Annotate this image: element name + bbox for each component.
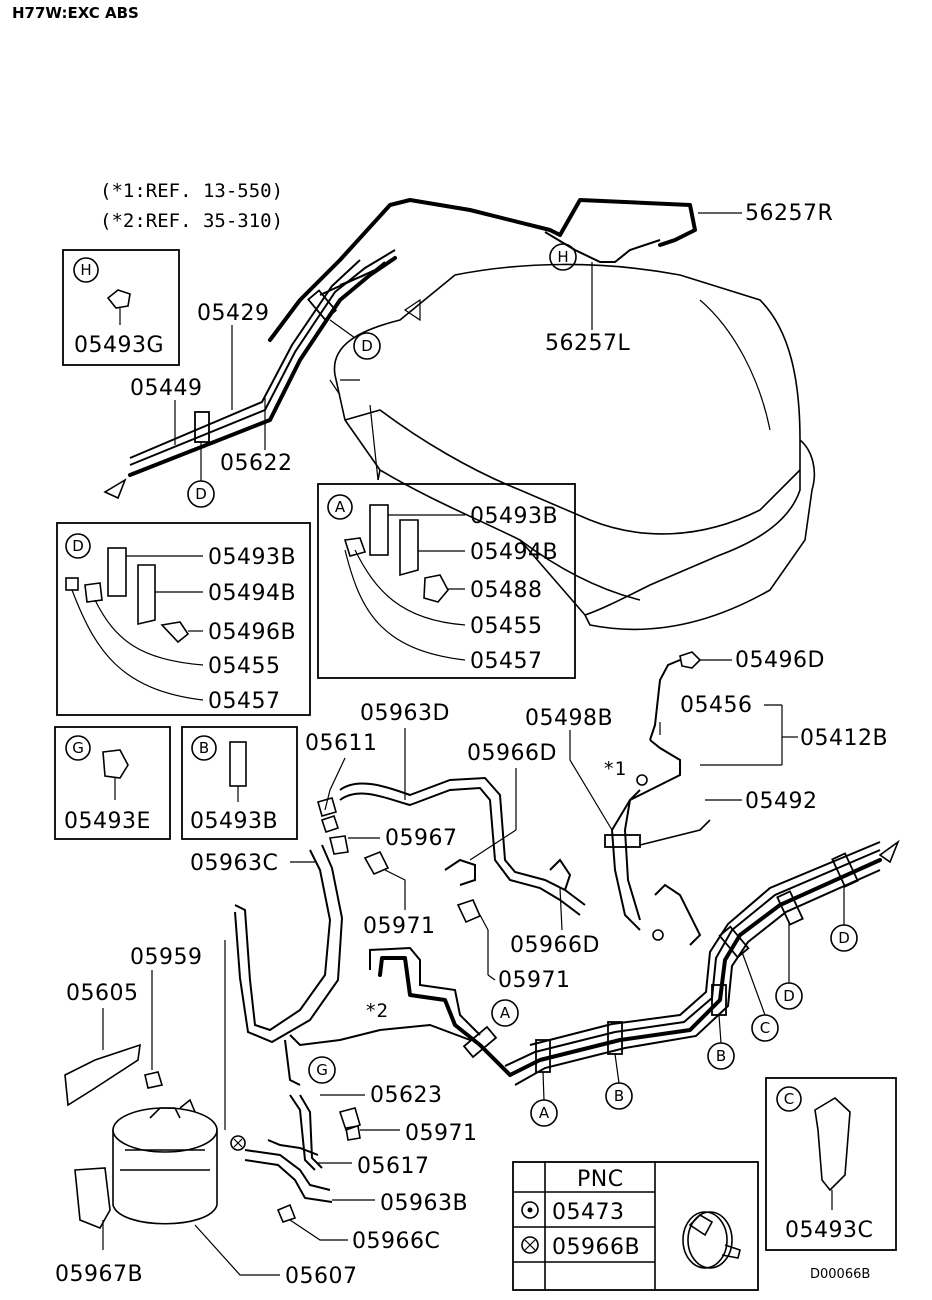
svg-text:D: D bbox=[783, 987, 795, 1005]
svg-text:G: G bbox=[316, 1061, 328, 1079]
callout-A-r1 bbox=[491, 999, 519, 1027]
label-05412B: 05412B bbox=[800, 726, 888, 751]
label-05492: 05492 bbox=[745, 789, 818, 814]
label-05963C: 05963C bbox=[190, 851, 278, 876]
svg-text:C: C bbox=[760, 1019, 770, 1037]
inset-B: B 05493B bbox=[181, 726, 298, 840]
label-56257L: 56257L bbox=[545, 331, 630, 356]
label-05623: 05623 bbox=[370, 1083, 443, 1108]
callout-D-top bbox=[353, 332, 381, 360]
label-05971-b: 05971 bbox=[498, 968, 571, 993]
model-code: H77W:EXC ABS bbox=[12, 4, 139, 22]
svg-text:D: D bbox=[361, 337, 373, 355]
inset-D-part-1: 05493B bbox=[208, 545, 296, 570]
inset-B-part: 05493B bbox=[190, 809, 278, 834]
label-05966C: 05966C bbox=[352, 1229, 440, 1254]
inset-D-part-4: 05455 bbox=[208, 654, 281, 679]
svg-text:A: A bbox=[500, 1004, 511, 1022]
svg-text:B: B bbox=[716, 1047, 726, 1065]
inset-C: C 05493C bbox=[765, 1077, 897, 1251]
label-05498B: 05498B bbox=[525, 706, 613, 731]
label-05963B: 05963B bbox=[380, 1191, 468, 1216]
svg-text:H: H bbox=[557, 248, 568, 266]
callout-H-top bbox=[549, 243, 577, 271]
svg-text:D: D bbox=[195, 485, 207, 503]
label-05966D-bot: 05966D bbox=[510, 933, 600, 958]
label-05456: 05456 bbox=[680, 693, 753, 718]
label-05607: 05607 bbox=[285, 1264, 358, 1289]
svg-text:A: A bbox=[539, 1104, 550, 1122]
label-05611: 05611 bbox=[305, 731, 378, 756]
inset-A-part-5: 05457 bbox=[470, 649, 543, 674]
inset-D-part-5: 05457 bbox=[208, 689, 281, 714]
label-05622: 05622 bbox=[220, 451, 293, 476]
inset-H-part: 05493G bbox=[74, 333, 164, 358]
reference-note-1: (*1:REF. 13-550) bbox=[100, 180, 283, 202]
svg-text:H: H bbox=[80, 261, 91, 279]
main-fuel-line-upper bbox=[103, 249, 397, 500]
main-fuel-line-lower bbox=[504, 839, 900, 1086]
inset-A: A 05493B 05494B 05488 05455 05457 bbox=[317, 483, 576, 679]
canister-assembly bbox=[64, 1043, 246, 1230]
label-05959: 05959 bbox=[130, 945, 203, 970]
label-05429: 05429 bbox=[197, 301, 270, 326]
diagram-code: D00066B bbox=[810, 1267, 870, 1282]
fuel-tank bbox=[329, 263, 816, 631]
label-05971-c: 05971 bbox=[405, 1121, 478, 1146]
svg-text:B: B bbox=[614, 1087, 624, 1105]
label-05966D-top: 05966D bbox=[467, 741, 557, 766]
filler-hose-assembly bbox=[604, 651, 711, 946]
inset-C-part: 05493C bbox=[785, 1218, 873, 1243]
svg-text:B: B bbox=[199, 739, 209, 757]
inset-A-part-2: 05494B bbox=[470, 540, 558, 565]
inset-A-part-3: 05488 bbox=[470, 578, 543, 603]
inset-H: H 05493G bbox=[62, 249, 180, 366]
callout-G-mid bbox=[308, 1056, 336, 1084]
reference-note-2: (*2:REF. 35-310) bbox=[100, 210, 283, 232]
label-05496D: 05496D bbox=[735, 648, 825, 673]
circle-x-icon bbox=[521, 1236, 539, 1254]
label-05971-a: 05971 bbox=[363, 914, 436, 939]
inset-D-part-2: 05494B bbox=[208, 581, 296, 606]
vapor-hoses-middle bbox=[234, 776, 586, 1086]
svg-text:C: C bbox=[784, 1090, 794, 1108]
svg-text:D: D bbox=[72, 537, 84, 555]
label-56257R: 56257R bbox=[745, 201, 833, 226]
label-05967: 05967 bbox=[385, 826, 458, 851]
inset-D: D 05493B 05494B 05496B 05455 05457 bbox=[56, 522, 311, 716]
lower-hoses bbox=[244, 1094, 361, 1223]
label-05967B: 05967B bbox=[55, 1262, 143, 1287]
pnc-row-1-part: 05473 bbox=[552, 1200, 625, 1225]
svg-text:A: A bbox=[335, 498, 346, 516]
label-05963D: 05963D bbox=[360, 701, 450, 726]
inset-G: G 05493E bbox=[54, 726, 171, 840]
inset-G-part: 05493E bbox=[64, 809, 151, 834]
pnc-header: PNC bbox=[577, 1167, 624, 1192]
label-05449: 05449 bbox=[130, 376, 203, 401]
label-05617: 05617 bbox=[357, 1154, 430, 1179]
return-hoses-top bbox=[268, 198, 697, 342]
label-05605: 05605 bbox=[66, 981, 139, 1006]
pnc-row-2-part: 05966B bbox=[552, 1235, 640, 1260]
inset-D-part-3: 05496B bbox=[208, 620, 296, 645]
circle-dot-icon bbox=[521, 1201, 539, 1219]
inset-A-part-4: 05455 bbox=[470, 614, 543, 639]
svg-text:D: D bbox=[838, 929, 850, 947]
star-1-note: *1 bbox=[603, 758, 626, 780]
inset-A-part-1: 05493B bbox=[470, 504, 558, 529]
hose-clamp-icon bbox=[682, 1211, 741, 1269]
svg-text:G: G bbox=[72, 739, 84, 757]
pnc-table: PNC 05473 05966B bbox=[512, 1161, 759, 1291]
star-2-note: *2 bbox=[365, 1000, 388, 1022]
